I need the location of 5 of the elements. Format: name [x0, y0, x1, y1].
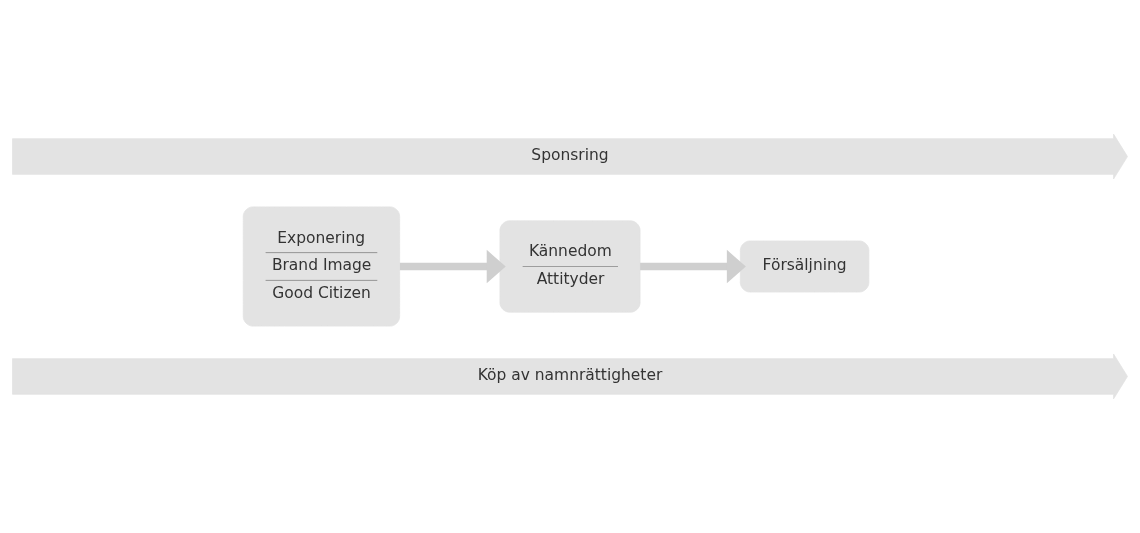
node-box: Kännedom Attityder: [499, 220, 641, 313]
arrow: [399, 249, 506, 284]
node-box: Exponering Brand Image Good Citizen: [242, 206, 401, 327]
node-box: Försäljning: [739, 240, 870, 293]
arrow: [640, 249, 746, 284]
